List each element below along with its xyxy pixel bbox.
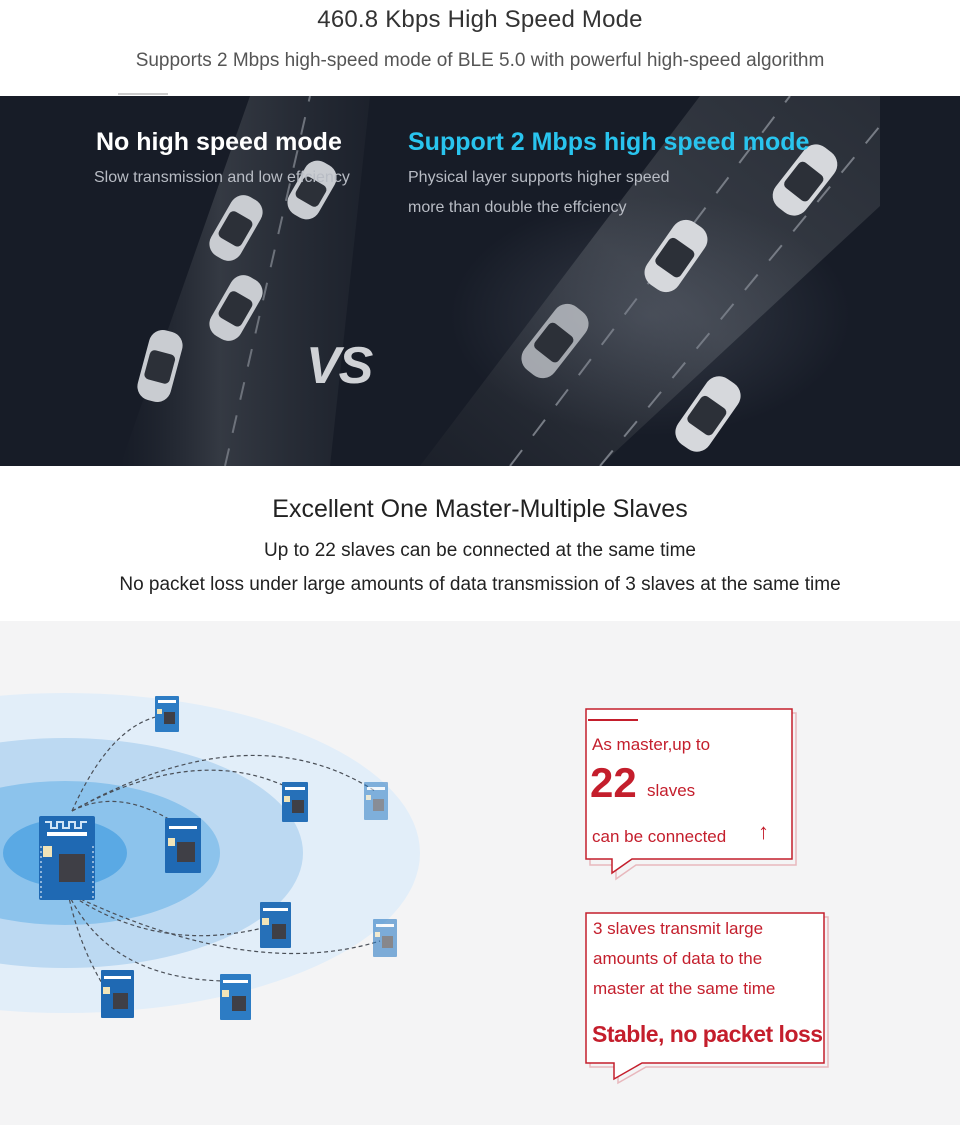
no-high-speed-title: No high speed mode (96, 128, 342, 156)
stable-line1: 3 slaves transmit large (593, 919, 764, 938)
master-capacity-callout: As master,up to 22 slaves can be connect… (584, 707, 797, 881)
car-icon (675, 376, 741, 452)
callout-line3: can be connected (592, 827, 727, 846)
master-slaves-line1: Up to 22 slaves can be connected at the … (264, 540, 696, 561)
divider (118, 93, 168, 95)
car-icon (644, 219, 708, 293)
slave-module (220, 974, 251, 1020)
slave-module (165, 818, 201, 873)
slave-count: 22 (590, 759, 637, 806)
car-icon (209, 275, 263, 341)
slave-module (155, 696, 179, 732)
speed-header: 460.8 Kbps High Speed Mode Supports 2 Mb… (0, 0, 960, 96)
up-arrow-icon: ↑ (758, 819, 769, 844)
high-speed-line2: more than double the effciency (408, 199, 627, 216)
road-illustration (120, 96, 881, 466)
car-icon (772, 144, 838, 216)
stable-line2: amounts of data to the (593, 949, 763, 968)
car-icon (287, 160, 337, 220)
slave-module (364, 782, 388, 820)
master-slaves-header: Excellent One Master-Multiple Slaves Up … (0, 466, 960, 621)
slave-module (260, 902, 291, 948)
comparison-banner: No high speed mode Slow transmission and… (0, 96, 960, 466)
callout-line1: As master,up to (592, 735, 711, 754)
vs-label: VS (306, 337, 373, 395)
speed-title: 460.8 Kbps High Speed Mode (317, 6, 643, 33)
network-diagram: As master,up to 22 slaves can be connect… (0, 621, 960, 1125)
speed-subtitle: Supports 2 Mbps high-speed mode of BLE 5… (135, 50, 825, 71)
car-icon (137, 329, 183, 403)
high-speed-title: Support 2 Mbps high speed mode (408, 128, 810, 156)
slave-module (101, 970, 134, 1018)
stable-transmission-callout: 3 slaves transmit large amounts of data … (584, 911, 829, 1085)
car-icon (209, 195, 263, 261)
high-speed-line1: Physical layer supports higher speed (408, 169, 670, 186)
master-module (39, 816, 95, 900)
slave-module (282, 782, 308, 822)
slave-unit: slaves (647, 781, 696, 800)
lane-marking (224, 96, 311, 466)
car-icon (521, 303, 589, 379)
stable-line3: master at the same time (593, 979, 776, 998)
master-slaves-line2: No packet loss under large amounts of da… (119, 574, 841, 595)
master-slaves-title: Excellent One Master-Multiple Slaves (272, 495, 688, 523)
stable-emphasis: Stable, no packet loss (592, 1021, 823, 1047)
wave-diagram (0, 693, 420, 1020)
no-high-speed-subtitle: Slow transmission and low effciency (94, 169, 350, 186)
slave-module (373, 919, 397, 957)
